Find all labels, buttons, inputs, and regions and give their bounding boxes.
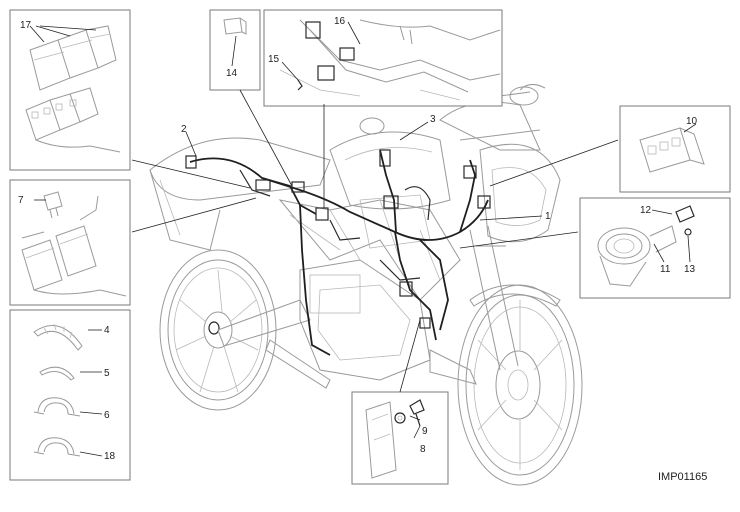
callout-18: 18 bbox=[104, 451, 116, 462]
detail-box-bracket bbox=[351, 391, 449, 485]
callout-10: 10 bbox=[686, 116, 698, 127]
callout-17: 17 bbox=[20, 20, 32, 31]
callout-2: 2 bbox=[181, 124, 187, 135]
callout-16: 16 bbox=[334, 16, 346, 27]
front-wheel bbox=[457, 284, 583, 486]
motorcycle-drawing bbox=[149, 84, 583, 486]
callout-8: 8 bbox=[420, 444, 426, 455]
callout-7: 7 bbox=[18, 195, 24, 206]
detail-box-connector-block bbox=[619, 105, 731, 193]
detail-box-clamps bbox=[9, 309, 131, 481]
callout-6: 6 bbox=[104, 410, 110, 421]
callout-13: 13 bbox=[684, 264, 696, 275]
callout-9: 9 bbox=[422, 426, 428, 437]
callout-4: 4 bbox=[104, 325, 110, 336]
callout-1: 1 bbox=[545, 211, 551, 222]
detail-box-ignition bbox=[579, 197, 731, 299]
callout-12: 12 bbox=[640, 205, 652, 216]
leader-lines bbox=[29, 21, 697, 457]
callout-5: 5 bbox=[104, 368, 110, 379]
callout-3: 3 bbox=[430, 114, 436, 125]
detail-box-fuse-relay bbox=[9, 179, 131, 306]
wiring-harness-main bbox=[185, 149, 491, 356]
detail-box-connector-cap bbox=[209, 9, 261, 91]
detail-box-fuse-boxes bbox=[9, 9, 131, 171]
detail-box-frame-ground bbox=[263, 9, 503, 107]
drawing-code: IMP01165 bbox=[658, 471, 707, 483]
callout-15: 15 bbox=[268, 54, 280, 65]
callout-11: 11 bbox=[660, 264, 671, 275]
callout-14: 14 bbox=[226, 68, 238, 79]
callout-labels: 1 2 3 4 5 6 7 8 9 10 11 12 13 14 15 16 1… bbox=[18, 16, 698, 462]
